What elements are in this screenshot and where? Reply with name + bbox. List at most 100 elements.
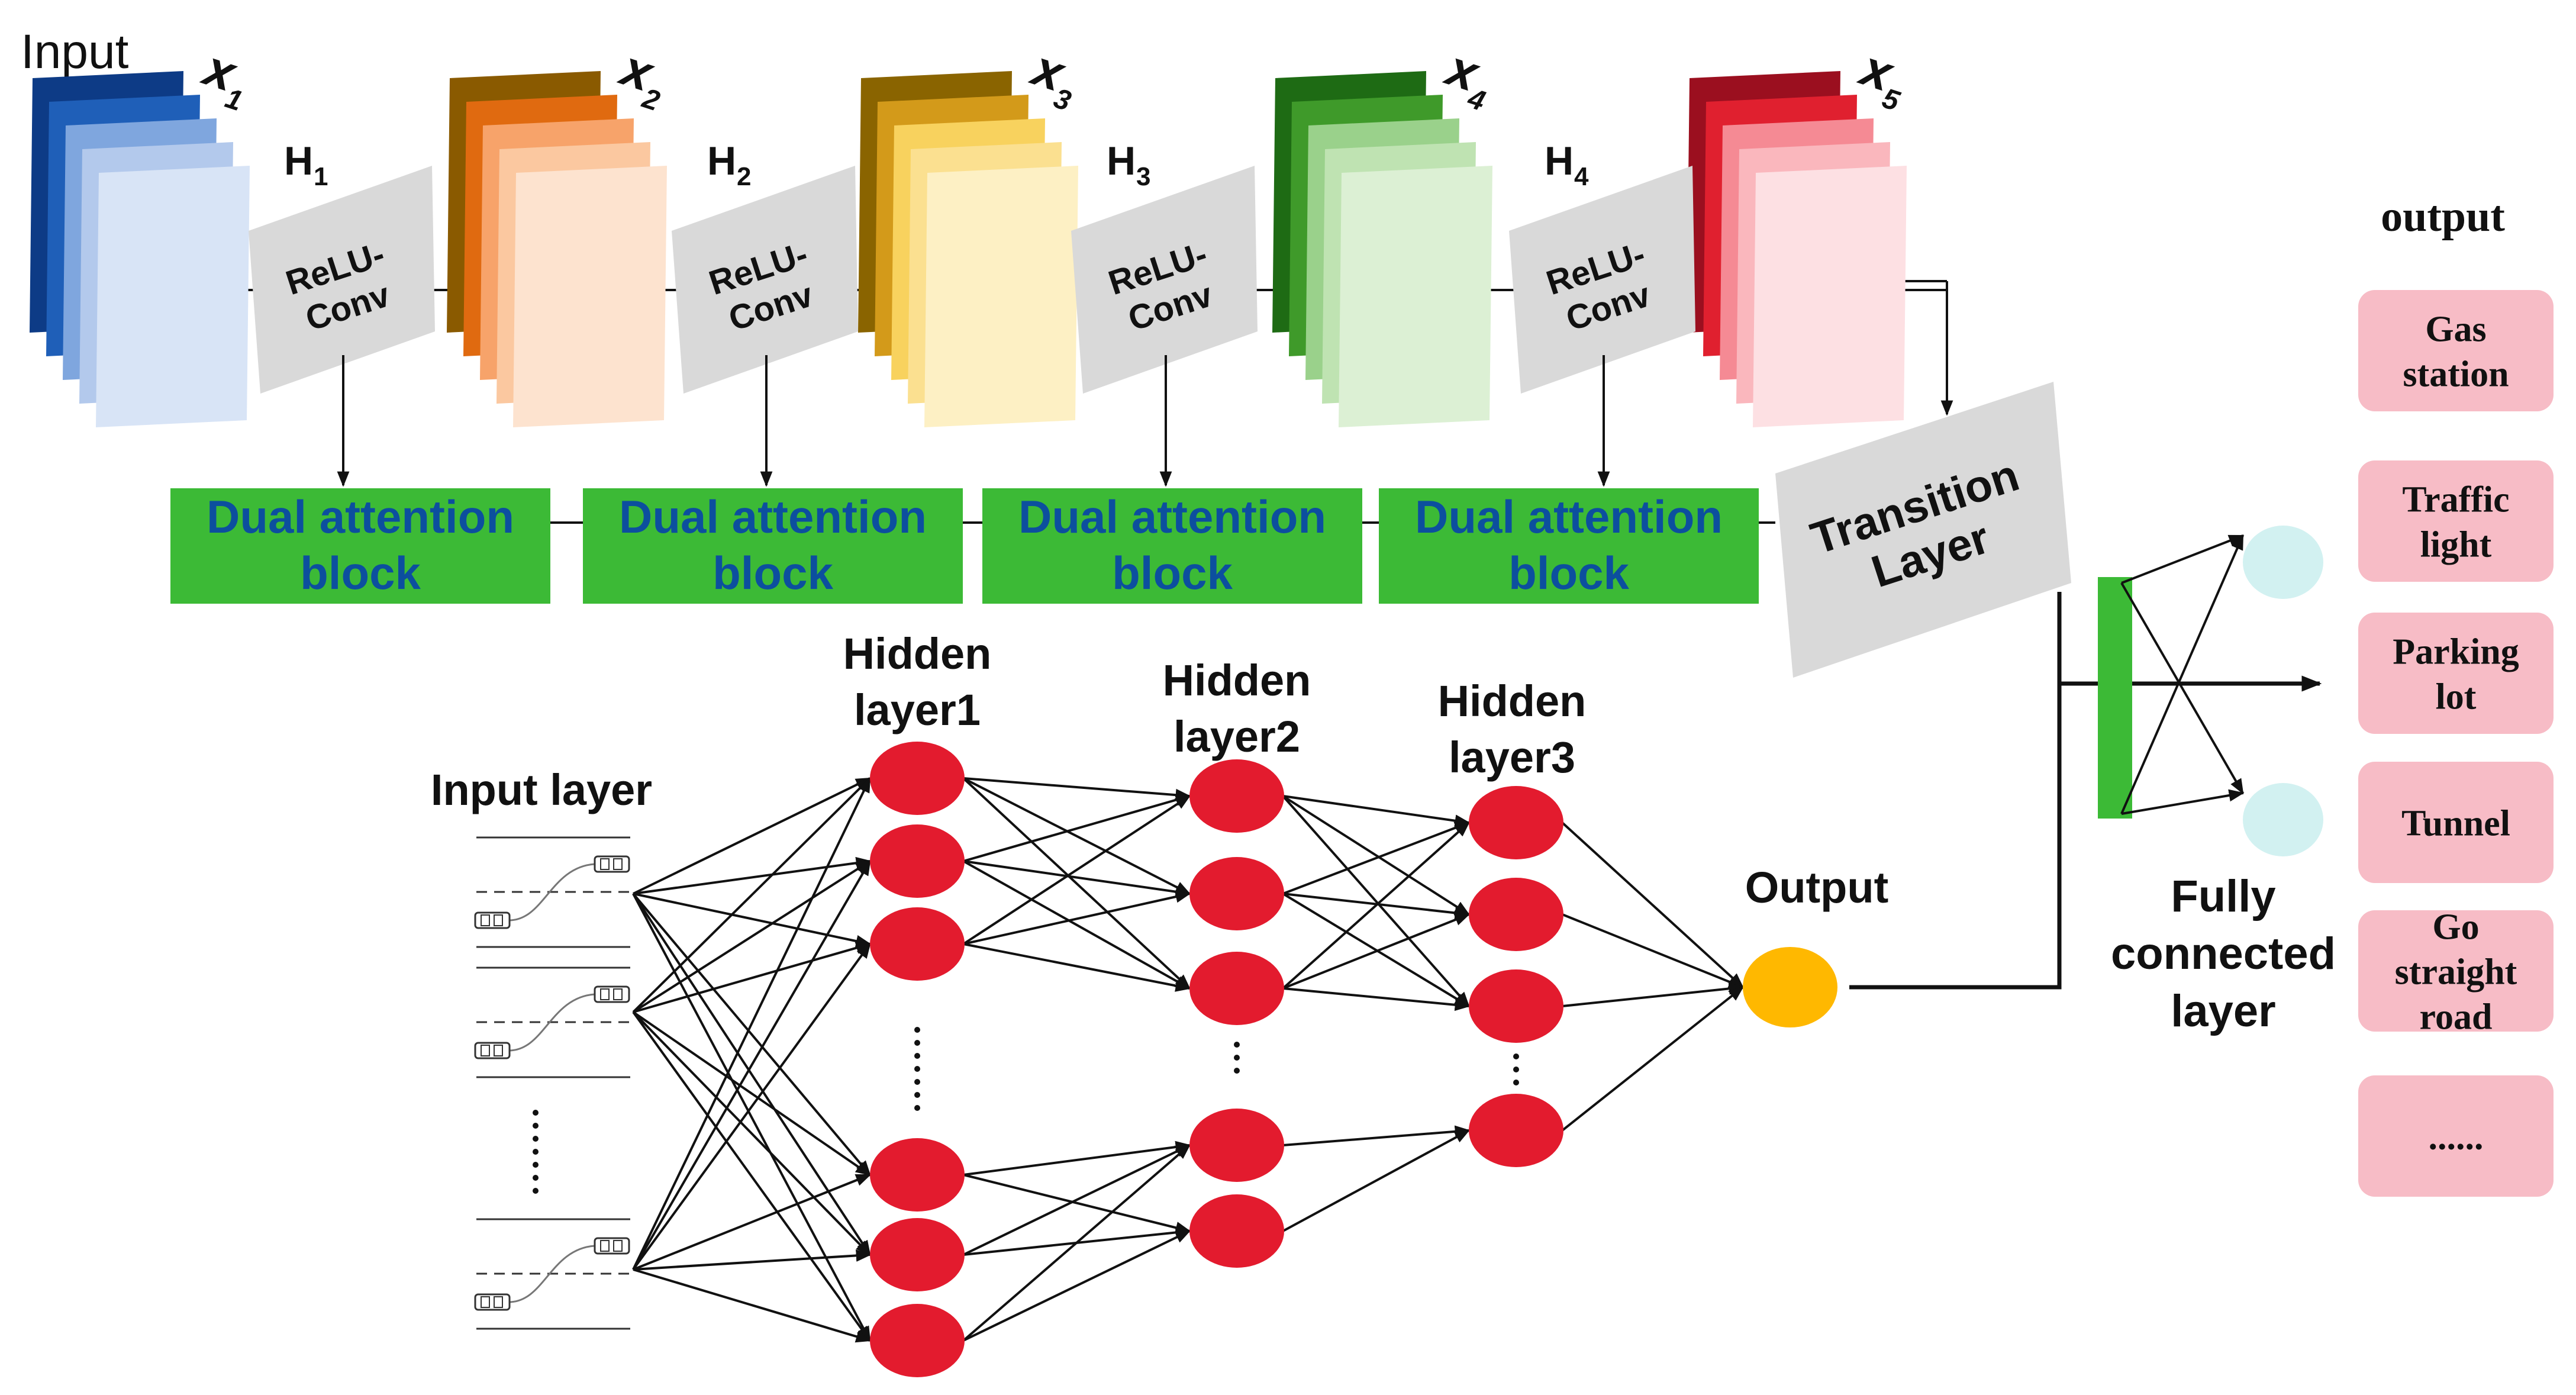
output-class-1: Gas station (2358, 290, 2554, 411)
input-ellipsis-dot (533, 1149, 539, 1155)
nn-edge (632, 860, 872, 1013)
hidden1-ellipsis-dot (914, 1105, 920, 1111)
nn-edge (632, 893, 871, 1176)
car-icon (474, 1042, 511, 1059)
output-class-label: straight (2395, 952, 2517, 993)
h-label-subscript: 2 (737, 162, 751, 191)
road-lane (476, 1218, 630, 1330)
road-lane (476, 836, 630, 948)
hidden2-neuron (1189, 1109, 1284, 1182)
hidden2-label-line1: Hidden (1163, 656, 1311, 705)
nn-edge (633, 1249, 872, 1271)
nn-edge (632, 893, 871, 1342)
output-neuron (1743, 947, 1837, 1027)
hidden2-ellipsis-dot (1234, 1068, 1240, 1074)
hidden3-neuron (1469, 786, 1563, 859)
nn-edge (1282, 795, 1471, 916)
output-class-4: Tunnel (2358, 762, 2554, 883)
output-class-label: ...... (2429, 1117, 2484, 1158)
hidden1-label-line2: layer1 (854, 685, 981, 734)
nn-edge (632, 1011, 871, 1342)
input-ellipsis-dot (533, 1110, 539, 1116)
feature-map-layer (1753, 166, 1907, 427)
hidden3-label-line2: layer3 (1449, 733, 1575, 782)
car-icon (594, 985, 630, 1003)
feature-stack-4: x4 (1272, 39, 1492, 427)
h-label-subscript: 3 (1136, 162, 1150, 191)
fc-label-line1: Fully (2171, 871, 2275, 922)
input-ellipsis-dot (533, 1123, 539, 1129)
hidden2-label-line2: layer2 (1173, 712, 1300, 761)
output-class-label: Traffic (2402, 480, 2509, 520)
nn-edge (1282, 795, 1470, 1007)
feature-stack-2: x2 (447, 39, 667, 427)
nn-edge (1562, 913, 1745, 988)
nn-edge (633, 942, 872, 1013)
hidden1-ellipsis-dot (914, 1079, 920, 1085)
fully-connected-layer: Fully connected layer (2098, 526, 2336, 1036)
car-icon (474, 1293, 511, 1311)
nn-edge (963, 860, 1191, 898)
nn-edge (963, 777, 1191, 895)
nn-edge (632, 942, 871, 1271)
nn-edge (632, 1011, 871, 1256)
nn-edge (963, 1230, 1191, 1342)
car-icon (594, 1237, 630, 1255)
hidden2-ellipsis-dot (1234, 1042, 1240, 1048)
nn-edge (632, 893, 871, 1257)
h-label-2: H (707, 138, 736, 183)
nn-edge (1282, 795, 1471, 827)
hidden1-neuron (870, 824, 965, 898)
output-node-label: Output (1745, 863, 1888, 912)
attention-label-line2: block (1508, 547, 1629, 599)
nn-edge (962, 777, 1191, 990)
hidden1-ellipsis-dot (914, 1092, 920, 1098)
attention-label-line1: Dual attention (619, 491, 927, 543)
output-class-label: road (2420, 997, 2493, 1038)
nn-edge (633, 777, 872, 895)
hidden3-ellipsis-dot (1513, 1054, 1519, 1059)
hidden1-ellipsis-dot (914, 1027, 920, 1033)
fc-label-line2: connected (2111, 929, 2336, 979)
output-classes: Gas stationTrafficlightParkinglotTunnelGo… (2358, 290, 2554, 1197)
output-class-label: station (2403, 355, 2509, 395)
hidden1-ellipsis-dot (914, 1066, 920, 1072)
nn-edge (963, 1174, 1191, 1234)
nn-edge (1562, 982, 1745, 1007)
attention-label-line2: block (712, 547, 833, 599)
output-class-label: Gas (2425, 310, 2486, 350)
road-illustrations (474, 836, 630, 1330)
output-title: output (2381, 192, 2505, 241)
nn-edge (632, 777, 871, 1013)
nn-edge (963, 860, 1191, 990)
hidden2-ellipsis-dot (1234, 1055, 1240, 1061)
nn-edge (963, 943, 1191, 992)
nn-edge (1282, 893, 1471, 1007)
nn-edge (632, 1011, 872, 1176)
hidden1-ellipsis-dot (914, 1053, 920, 1059)
hidden3-ellipsis-dot (1513, 1080, 1519, 1085)
nn-edge (963, 890, 1191, 945)
output-class-6: ...... (2358, 1075, 2554, 1197)
feature-map-layer (513, 166, 667, 427)
nn-nodes (533, 742, 1837, 1377)
nn-edge (963, 777, 1191, 801)
nn-edge (633, 856, 872, 895)
nn-edge (963, 1141, 1191, 1176)
nn-edge (1561, 821, 1744, 988)
nn-edge (632, 777, 871, 1270)
nn-edge (962, 795, 1191, 945)
h-label-3: H (1107, 138, 1136, 183)
nn-edge (633, 1268, 872, 1343)
road-lane (476, 966, 630, 1078)
h-label-subscript: 4 (1574, 162, 1589, 191)
output-class-label: Parking (2393, 632, 2519, 672)
